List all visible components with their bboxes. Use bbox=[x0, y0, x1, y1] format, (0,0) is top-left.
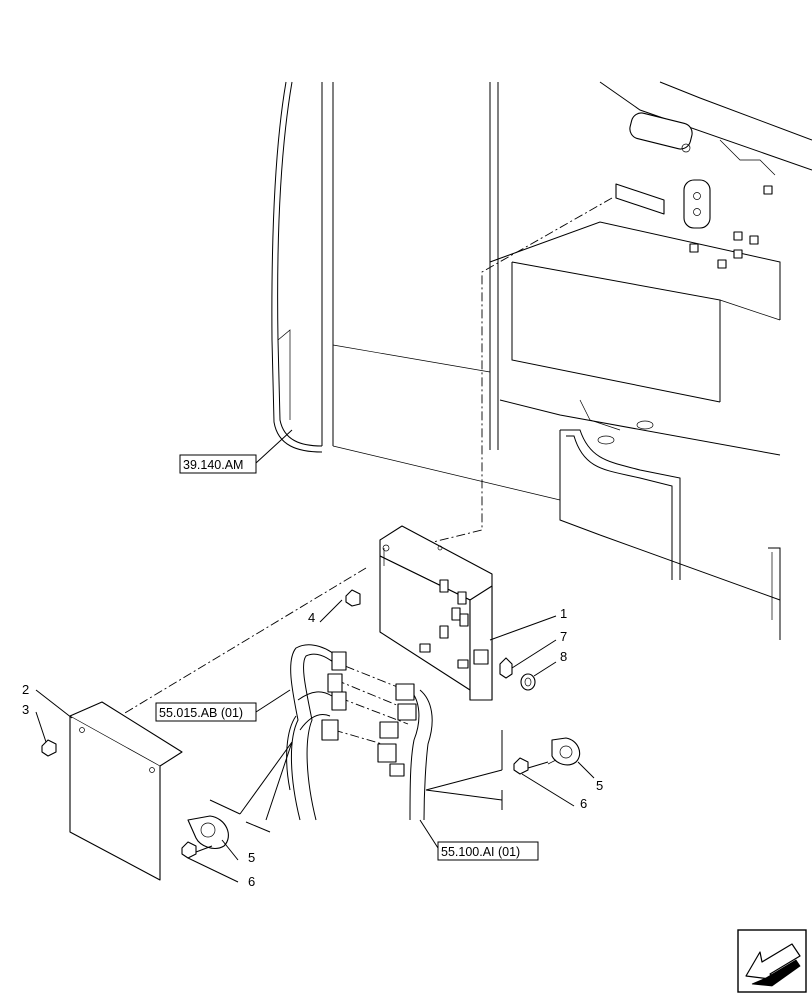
callouts: 1 2 3 4 5 5 6 6 7 8 bbox=[22, 606, 603, 889]
reference-label-39-140[interactable]: 39.140.AM bbox=[183, 458, 243, 472]
reference-label-55-015[interactable]: 55.015.AB (01) bbox=[159, 706, 243, 720]
callout-4: 4 bbox=[308, 610, 315, 625]
wire-harness-55-015 bbox=[255, 644, 347, 821]
bolt-part-6-left bbox=[181, 841, 239, 883]
callout-7: 7 bbox=[560, 629, 567, 644]
cover-plate-part-2 bbox=[35, 689, 183, 881]
callout-6-right: 6 bbox=[580, 796, 587, 811]
reference-55-100-AI[interactable]: 55.100.AI (01) bbox=[437, 841, 539, 861]
bolt-part-4 bbox=[319, 589, 361, 623]
callout-2: 2 bbox=[22, 682, 29, 697]
bolt-part-3 bbox=[35, 711, 57, 757]
bolt-part-6-right bbox=[513, 757, 575, 807]
reference-55-015-AB[interactable]: 55.015.AB (01) bbox=[155, 702, 257, 722]
reference-label-55-100[interactable]: 55.100.AI (01) bbox=[441, 845, 520, 859]
clip-part-5-right bbox=[547, 737, 595, 779]
washer-part-8 bbox=[520, 661, 557, 691]
machine-body bbox=[271, 81, 812, 640]
callout-3: 3 bbox=[22, 702, 29, 717]
callout-6-left: 6 bbox=[248, 874, 255, 889]
clip-part-5-left bbox=[187, 815, 239, 861]
break-lines bbox=[209, 741, 293, 833]
nut-part-7 bbox=[499, 639, 557, 679]
reference-39-140-AM[interactable]: 39.140.AM bbox=[179, 429, 293, 474]
callout-8: 8 bbox=[560, 649, 567, 664]
callout-5-right: 5 bbox=[596, 778, 603, 793]
callout-5-left: 5 bbox=[248, 850, 255, 865]
bracket-part-1 bbox=[379, 525, 557, 701]
wire-harness-55-100 bbox=[377, 683, 503, 849]
callout-1: 1 bbox=[560, 606, 567, 621]
arrow-left-icon[interactable] bbox=[737, 929, 807, 993]
